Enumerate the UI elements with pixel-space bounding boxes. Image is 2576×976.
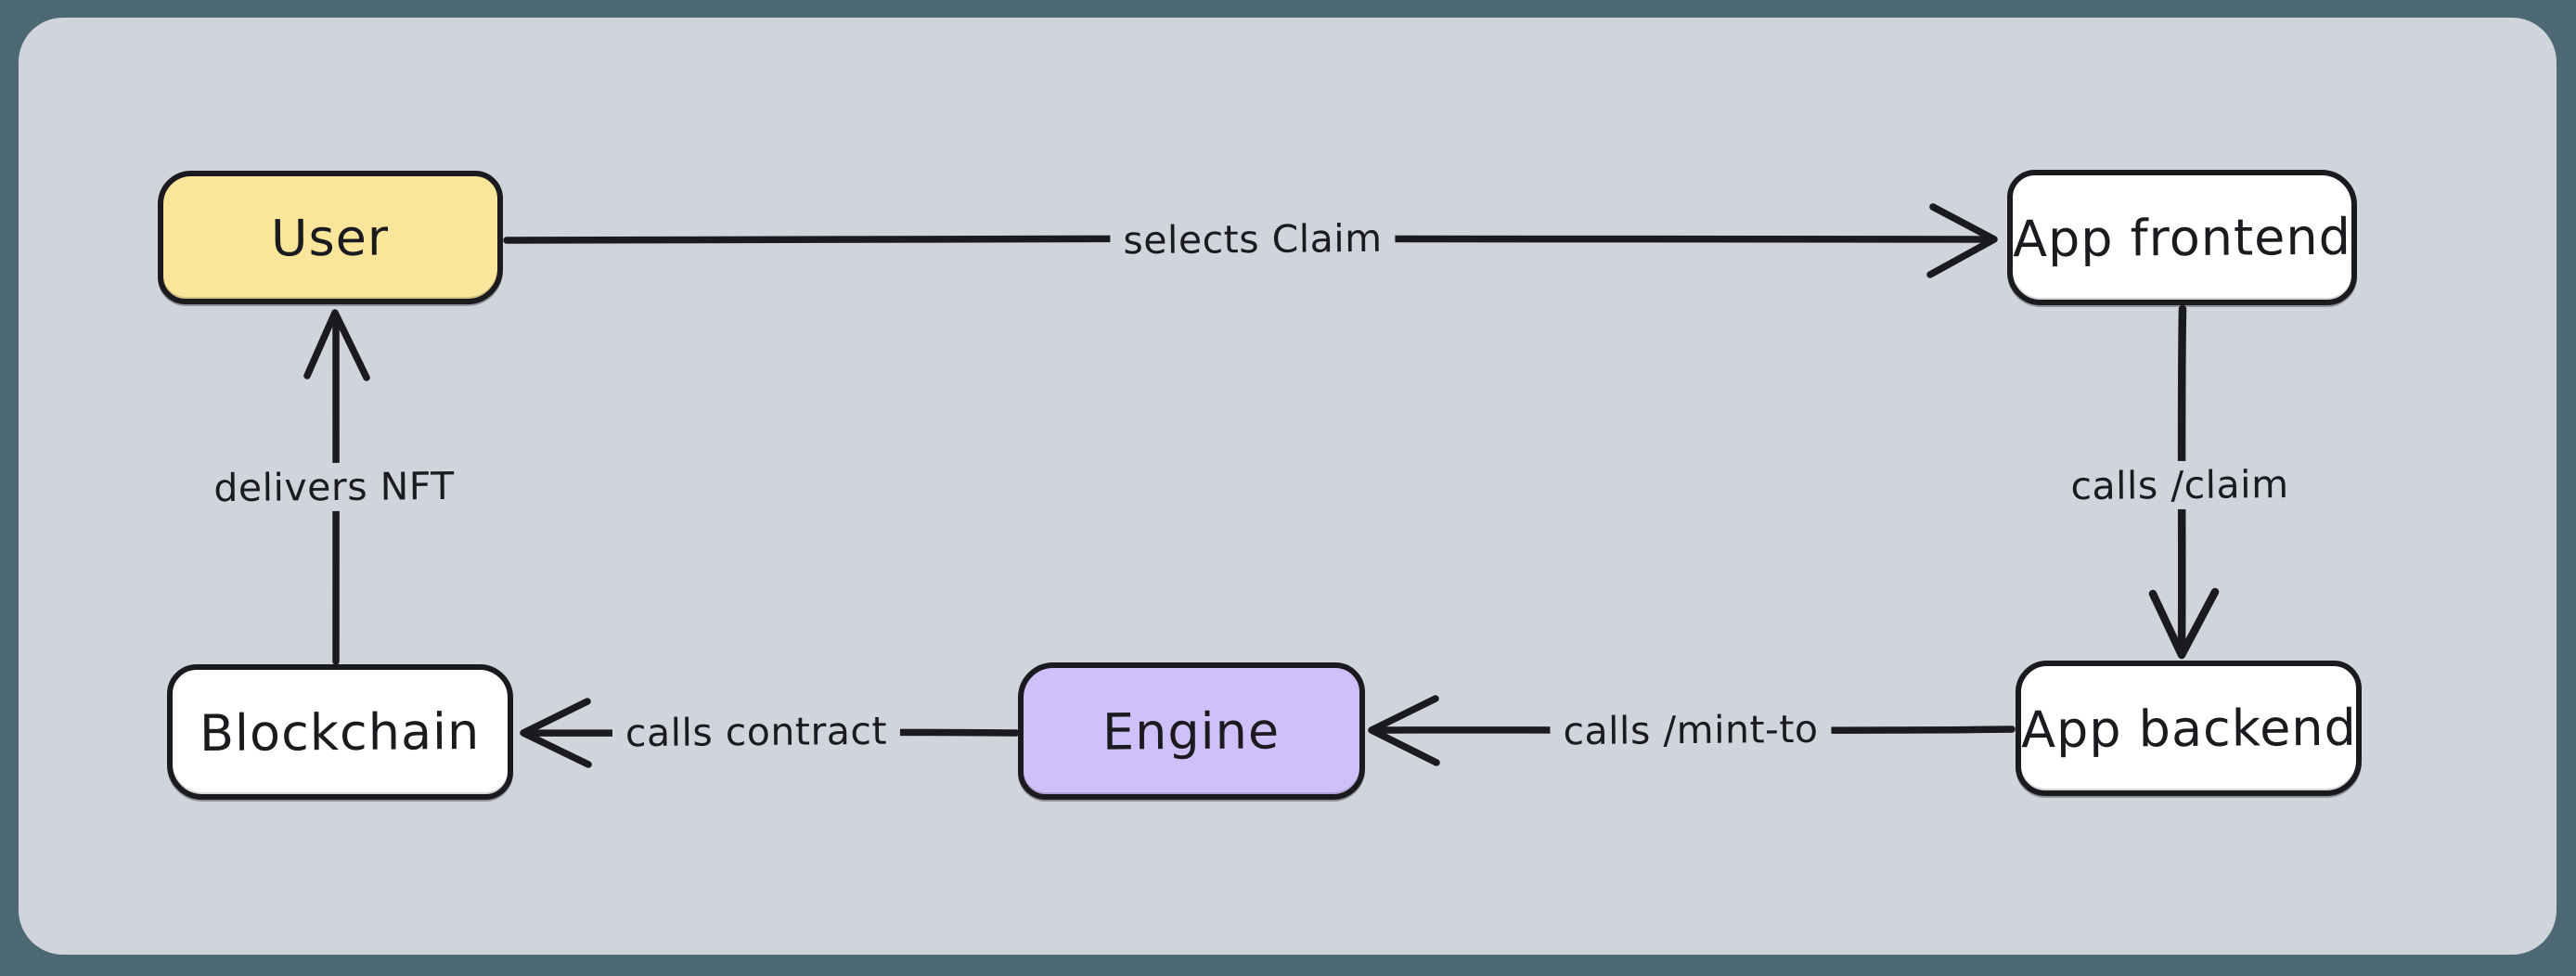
- node-app-frontend-label: App frontend: [2012, 207, 2352, 268]
- arrowhead-up-icon: [303, 309, 370, 381]
- arrowhead-right-icon: [1926, 203, 1998, 278]
- arrowhead-left-icon: [1368, 695, 1440, 766]
- edge-label-calls-claim: calls /claim: [2057, 459, 2302, 511]
- node-blockchain: Blockchain: [167, 664, 513, 800]
- arrowhead-down-icon: [2148, 587, 2220, 660]
- node-app-backend-label: App backend: [2020, 698, 2357, 759]
- node-app-frontend: App frontend: [2007, 170, 2357, 305]
- node-user-label: User: [271, 208, 390, 267]
- edge-label-delivers-nft: delivers NFT: [200, 461, 468, 513]
- node-engine-label: Engine: [1102, 700, 1281, 762]
- node-blockchain-label: Blockchain: [200, 701, 481, 763]
- edge-label-calls-mint-to: calls /mint-to: [1550, 704, 1832, 756]
- node-user: User: [158, 171, 503, 304]
- arrowhead-left-icon: [520, 698, 592, 768]
- node-app-backend: App backend: [2016, 661, 2362, 796]
- edge-label-selects-claim: selects Claim: [1110, 213, 1396, 265]
- node-engine: Engine: [1018, 662, 1365, 800]
- edge-label-calls-contract: calls contract: [612, 706, 901, 758]
